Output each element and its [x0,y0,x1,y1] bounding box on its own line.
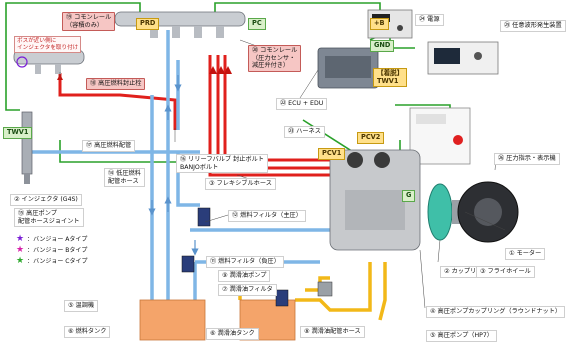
label-g: G [402,190,415,202]
injector-drawing [22,112,32,184]
label-fuel-filter-neg: ⑪ 燃料フィルタ（負圧） [206,256,284,268]
legend-text: ：バンジョー Bタイプ [27,245,87,256]
lub-pump-drawing [318,282,332,296]
label-lub-tank: ⑥ 潤滑油タンク [206,328,259,340]
label-gnd: GND [370,40,394,52]
label-lub-pump: ⑨ 潤滑油ポンプ [218,270,270,282]
label-func-gen: ㉕ 任意波形発生装置 [500,20,566,32]
label-flywheel: ③ フライホイール [476,266,535,278]
fuel-filter-main-drawing [198,208,210,226]
label-common-rail: ⑲ コモンレール （容積のみ） [62,12,115,31]
fuel-filter-neg-drawing [182,256,194,272]
label-common-rail-sensor: ⑳ コモンレール （圧力センサ・ 減圧弁付き） [248,45,301,72]
label-pcv1: PCV1 [318,148,345,160]
legend-text: ：バンジョー Cタイプ [27,256,87,267]
legend-row: ★ ：バンジョー Bタイプ [16,245,87,256]
label-cooler: ⑤ 温調機 [64,300,98,312]
label-injector: ② インジェクタ (G4S) [10,194,82,206]
label-twv-top: 【着脱】 TWV1 [373,68,407,87]
label-fuel-tank: ⑥ 燃料タンク [64,326,110,338]
label-flex-hose: ③ フレキシブルホース [205,178,276,190]
banjo-legend: ★ ：バンジョー Aタイプ ★ ：バンジョー Bタイプ ★ ：バンジョー Cタイ… [16,234,87,267]
legend-row: ★ ：バンジョー Aタイプ [16,234,87,245]
label-hp-plug: ⑱ 高圧燃料封止栓 [86,78,145,90]
label-pressure-display: ㉖ 圧力指示・表示機 [494,153,560,165]
label-twv-left: TWV1 [3,127,32,139]
label-lub-filter: ⑦ 潤滑油フィルタ [218,284,277,296]
label-hp-pipe: ⑰ 高圧燃料配管 [82,140,135,152]
star-icon: ★ [16,257,24,266]
function-generator-drawing [428,42,498,74]
star-icon: ★ [16,246,24,255]
label-plus-b: +B [370,18,389,30]
label-fuel-filter-main: ⑫ 燃料フィルタ（主圧） [228,210,306,222]
label-lub-hose: ⑧ 潤滑油配管ホース [300,326,365,338]
label-rail-note: ボスが近い側に インジェクタを取り付け [14,36,81,53]
label-pcv2: PCV2 [357,132,384,144]
motor-drawing [428,182,518,242]
lub-filter-drawing [276,290,288,306]
label-ecu: ㉒ ECU + EDU [276,98,327,110]
label-power: ㉔ 電源 [415,14,444,26]
label-joint: ⑮ 高圧ポンプ 配管ホースジョイント [14,208,84,227]
label-prd: PRD [136,18,159,30]
label-hp-coupling: ④ 高圧ポンプカップリング（ラウンドナット） [426,306,565,318]
legend-text: ：バンジョー Aタイプ [27,234,87,245]
label-pc: PC [248,18,266,30]
label-harness: ㉓ ハーネス [284,126,325,138]
legend-row: ★ ：バンジョー Cタイプ [16,256,87,267]
fuel-tank [140,300,205,340]
ecu-drawing [318,48,378,88]
label-motor: ① モーター [505,248,545,260]
label-relief: ⑯ リリーフバルブ 封止ボルト BANJOボルト [176,154,268,173]
label-hp-pump: ⑤ 高圧ポンプ（HP7） [426,330,497,342]
label-lp-hose: ⑭ 低圧燃料 配管ホース [104,168,145,187]
star-icon: ★ [16,235,24,244]
